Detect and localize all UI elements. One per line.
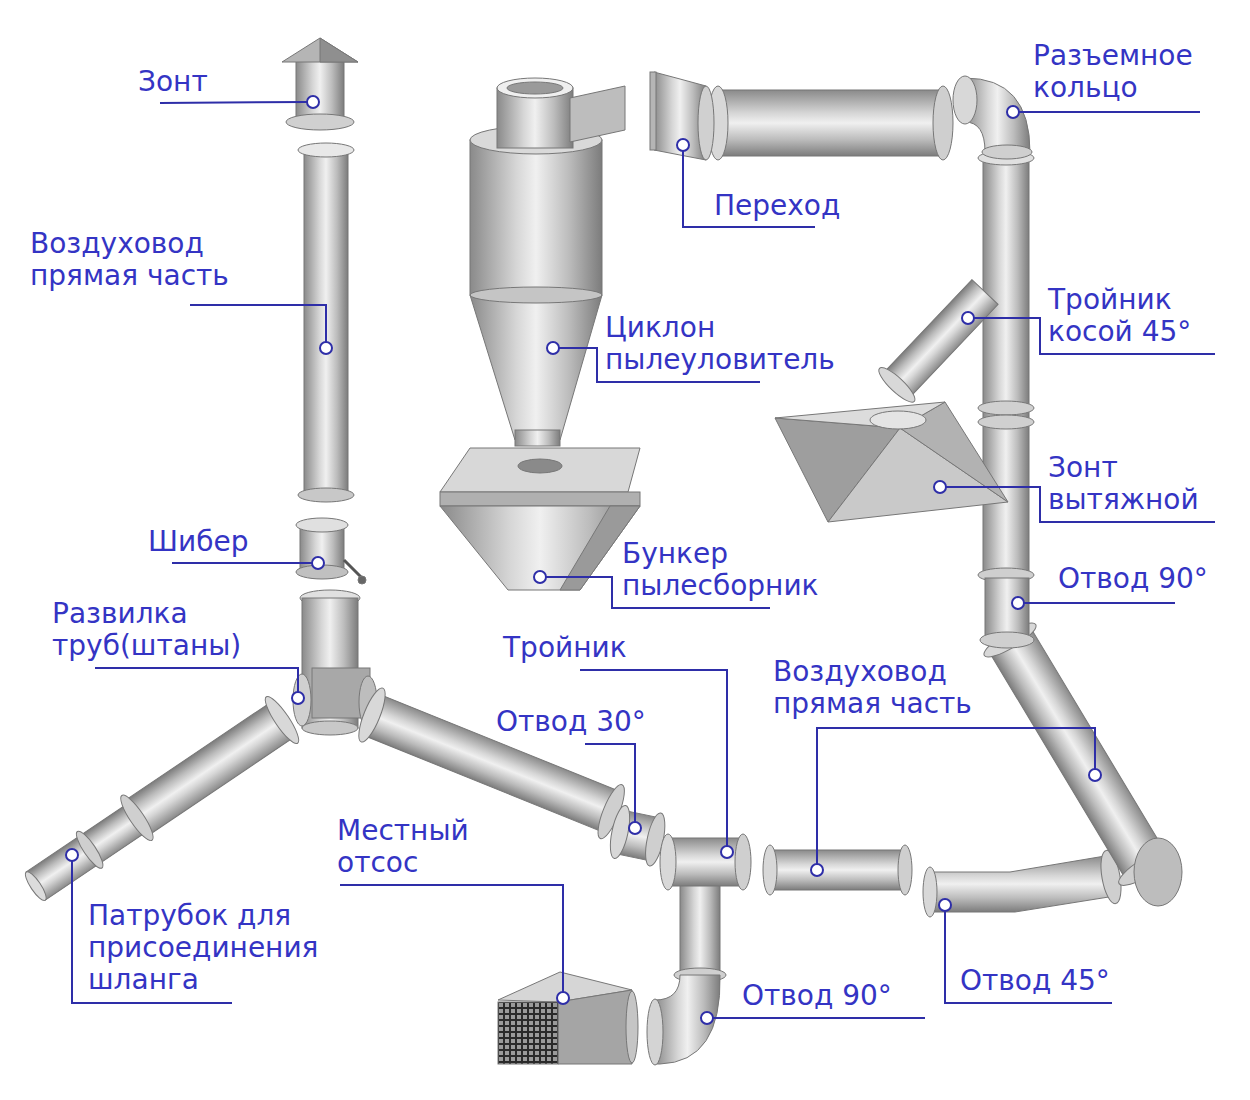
part-label: Патрубок для присоединения шланга bbox=[88, 900, 292, 996]
leader-dot bbox=[66, 849, 78, 861]
leader-line bbox=[160, 102, 307, 103]
leader-dot bbox=[962, 312, 974, 324]
leader-dot bbox=[1089, 769, 1101, 781]
part-label: Разъемное кольцо bbox=[1033, 40, 1053, 104]
leader-dot bbox=[320, 342, 332, 354]
leader-dot bbox=[811, 864, 823, 876]
leader-dot bbox=[557, 992, 569, 1004]
part-label: Переход bbox=[714, 190, 842, 222]
leader-dot bbox=[701, 1012, 713, 1024]
leader-line bbox=[585, 744, 635, 822]
elbow-split-ring bbox=[953, 76, 1032, 159]
leader-line bbox=[817, 728, 1095, 864]
leader-line bbox=[1024, 602, 1175, 604]
straight-duct bbox=[708, 86, 953, 160]
straight-duct bbox=[763, 845, 912, 895]
exhaust-hood bbox=[775, 402, 1008, 522]
leader-dot bbox=[547, 342, 559, 354]
dust-bunker bbox=[440, 448, 640, 590]
leader-dot bbox=[292, 692, 304, 704]
bend-30 bbox=[607, 804, 669, 868]
leader-dot bbox=[1007, 106, 1019, 118]
leader-dots bbox=[66, 96, 1101, 1024]
bend-90 bbox=[980, 578, 1034, 648]
part-label: Бункер пылесборник bbox=[622, 538, 642, 602]
leader-line bbox=[95, 668, 298, 692]
leader-line bbox=[172, 562, 312, 564]
local-exhaust bbox=[498, 972, 638, 1064]
damper bbox=[296, 518, 366, 584]
hose-nozzle-pipe bbox=[16, 693, 303, 912]
split-ring bbox=[1134, 838, 1182, 906]
leader-dot bbox=[934, 481, 946, 493]
part-label: Воздуховод прямая часть bbox=[30, 228, 229, 292]
oblique-tee bbox=[875, 275, 1003, 406]
leader-line bbox=[190, 305, 326, 342]
part-label: Тройник bbox=[503, 632, 628, 664]
part-label: Развилка труб(штаны) bbox=[52, 598, 72, 662]
leader-line bbox=[559, 348, 760, 382]
leader-dot bbox=[939, 899, 951, 911]
leader-line bbox=[1019, 111, 1200, 113]
part-label: Зонт вытяжной bbox=[1048, 452, 1068, 516]
part-label: Воздуховод прямая часть bbox=[773, 656, 972, 720]
bend-90 bbox=[647, 975, 720, 1065]
leader-line bbox=[946, 487, 1215, 522]
pipe-parts bbox=[16, 38, 1182, 1065]
leader-dot bbox=[721, 846, 733, 858]
leader-dot bbox=[677, 139, 689, 151]
part-label: Зонт bbox=[138, 66, 209, 98]
leader-dot bbox=[307, 96, 319, 108]
leader-line bbox=[546, 577, 770, 608]
part-label: Шибер bbox=[148, 526, 250, 558]
part-label: Отвод 45° bbox=[960, 965, 1111, 997]
umbrella bbox=[282, 38, 358, 130]
leader-dot bbox=[534, 571, 546, 583]
bend-45 bbox=[923, 849, 1125, 917]
part-label: Отвод 90° bbox=[1058, 563, 1209, 595]
leader-dot bbox=[629, 822, 641, 834]
part-label: Отвод 30° bbox=[496, 706, 647, 738]
tee bbox=[660, 834, 751, 982]
leader-line bbox=[945, 911, 1112, 1003]
part-label: Тройник косой 45° bbox=[1048, 284, 1192, 348]
leader-dot bbox=[1012, 597, 1024, 609]
leader-line bbox=[340, 885, 563, 992]
part-label: Отвод 90° bbox=[742, 980, 893, 1012]
part-label: Циклон пылеуловитель bbox=[605, 312, 625, 376]
leader-lines bbox=[72, 102, 1215, 1018]
cyclone bbox=[470, 78, 625, 446]
part-label: Местный отсос bbox=[337, 815, 357, 879]
leader-dot bbox=[312, 557, 324, 569]
leader-line bbox=[580, 670, 727, 846]
transition bbox=[650, 72, 714, 160]
leader-line bbox=[713, 1017, 925, 1019]
vertical-duct bbox=[978, 151, 1034, 582]
